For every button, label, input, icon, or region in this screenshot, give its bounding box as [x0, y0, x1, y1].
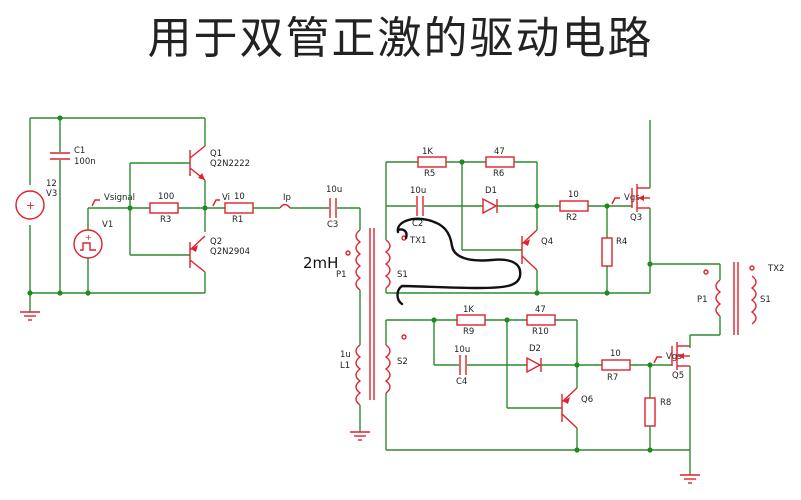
d2-label: D2 [529, 344, 541, 354]
handwritten-annotation [396, 217, 522, 306]
r8-label: R8 [660, 398, 671, 408]
inductance-label: 2mH [303, 254, 338, 272]
q6-pnp-transistor-icon [561, 387, 578, 429]
c3-value: 10u [326, 185, 342, 195]
page-title: 用于双管正激的驱动电路 [147, 13, 654, 64]
r9-value: 1K [463, 305, 474, 315]
q4-pnp-transistor-icon [521, 229, 538, 271]
vsignal-label: Vsignal [104, 193, 135, 203]
tx2-s1-label: S1 [760, 295, 771, 305]
v3-label: V3 [46, 189, 57, 199]
q3-label: Q3 [630, 213, 642, 223]
tx1-p1-label: P1 [336, 270, 347, 280]
r7-label: R7 [607, 373, 618, 383]
q5-label: Q5 [672, 371, 684, 381]
r3-label: R3 [160, 215, 171, 225]
r1-value: 10 [234, 192, 245, 202]
input-stage: + 12 V3 C1 100n + V1 Vsignal 100 R3 [15, 115, 361, 321]
ground-icon [680, 474, 700, 484]
vgs2-label: Vgs [666, 352, 682, 362]
r5-value: 1K [422, 147, 433, 157]
q4-label: Q4 [541, 237, 553, 247]
svg-text:+: + [26, 199, 35, 212]
c1-label: C1 [74, 146, 85, 156]
vi-label: Vi [222, 193, 230, 203]
d1-diode-icon [482, 197, 498, 215]
q1-part: Q2N2222 [210, 159, 250, 169]
r5-label: R5 [424, 169, 435, 179]
tx2-p1-label: P1 [697, 295, 708, 305]
r2-value: 10 [568, 190, 579, 200]
v3-value: 12 [46, 179, 57, 189]
r4-label: R4 [616, 237, 627, 247]
tx1-label: TX1 [409, 236, 426, 246]
r1-label: R1 [232, 215, 243, 225]
r10-value: 47 [535, 305, 546, 315]
v3-source-icon: + [15, 190, 45, 220]
q2-pnp-transistor-icon [189, 235, 206, 273]
r7-value: 10 [610, 349, 621, 359]
tx1-s1-label: S1 [397, 270, 408, 280]
handwritten-hook [396, 228, 408, 240]
r9-label: R9 [463, 327, 474, 337]
l1-label: L1 [340, 361, 350, 371]
tx1-s2-label: S2 [397, 357, 408, 367]
r3-value: 100 [158, 192, 174, 202]
q6-label: Q6 [581, 395, 593, 405]
lower-gate-driver: 1K R9 47 R10 10u C4 D2 [385, 305, 700, 484]
q1-npn-transistor-icon [189, 145, 206, 181]
ip-label: Ip [283, 193, 291, 203]
q2-label: Q2 [210, 237, 222, 247]
c3-label: C3 [327, 220, 338, 230]
v1-pulse-source-icon: + [73, 229, 103, 259]
ground-icon [20, 311, 40, 321]
upper-gate-driver: 1K R5 47 R6 10u C2 D1 Q4 [385, 120, 721, 296]
tx2-label: TX2 [767, 264, 784, 274]
v1-label: V1 [102, 220, 113, 230]
l1-value: 1u [340, 350, 351, 360]
c1-value: 100n [74, 157, 96, 167]
r6-value: 47 [494, 147, 505, 157]
d2-diode-icon [526, 356, 542, 374]
q1-label: Q1 [210, 149, 222, 159]
c4-label: C4 [456, 377, 467, 387]
r10-label: R10 [532, 327, 549, 337]
c2-label: C2 [412, 219, 423, 229]
c2-value: 10u [410, 186, 426, 196]
r2-label: R2 [566, 213, 577, 223]
q2-part: Q2N2904 [210, 247, 250, 257]
ground-icon [350, 431, 370, 441]
svg-text:+: + [85, 233, 92, 242]
tx1-transformer: 2mH P1 1u L1 S1 TX1 S2 [303, 228, 426, 441]
q5-mosfet-icon [671, 342, 690, 370]
q3-mosfet-icon [631, 184, 650, 212]
tx2-transformer: P1 S1 TX2 [689, 262, 784, 348]
c4-value: 10u [454, 345, 470, 355]
r6-label: R6 [493, 169, 504, 179]
d1-label: D1 [485, 186, 497, 196]
